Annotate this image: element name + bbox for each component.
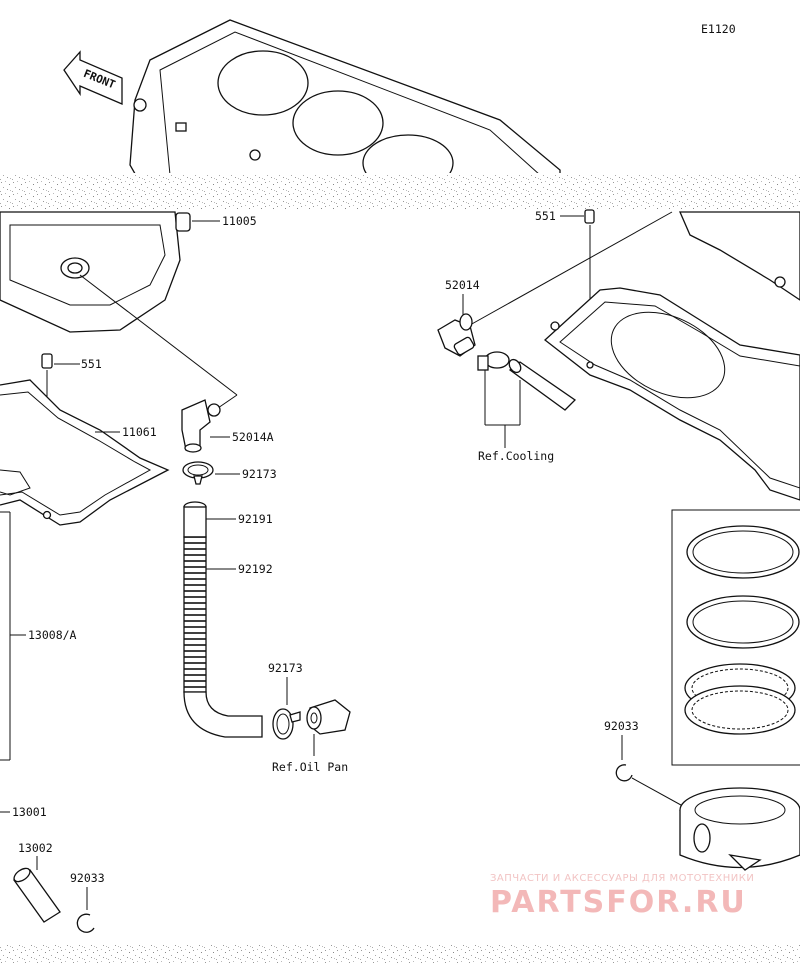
label-13008a: 13008/A xyxy=(28,628,77,642)
watermark-logo: PARTSFOR.RU xyxy=(490,885,747,920)
dowel-pin-left xyxy=(41,353,53,369)
piston-pin xyxy=(13,867,61,923)
label-11061: 11061 xyxy=(122,425,157,439)
piston-ring-set-frame xyxy=(671,509,800,766)
circlip-left xyxy=(76,913,95,933)
breather-hose xyxy=(183,501,263,738)
hose-clamp-top xyxy=(182,461,214,485)
piston-ring-second xyxy=(686,595,800,649)
label-13002: 13002 xyxy=(18,841,53,855)
piston-ring-top xyxy=(686,525,800,579)
label-551-right: 551 xyxy=(535,209,556,223)
label-92033-left: 92033 xyxy=(70,871,105,885)
label-11005: 11005 xyxy=(222,214,257,228)
label-92033-right: 92033 xyxy=(604,719,639,733)
label-13001: 13001 xyxy=(12,805,47,819)
label-92191: 92191 xyxy=(238,512,273,526)
cylinder-gasket-left xyxy=(0,379,170,526)
scan-noise-bottom xyxy=(0,945,800,964)
cooling-clamp xyxy=(477,351,510,371)
cylinder-block-top xyxy=(129,19,561,201)
label-52014: 52014 xyxy=(445,278,480,292)
label-52014a: 52014A xyxy=(232,430,274,444)
fitting-52014a xyxy=(181,399,221,453)
scan-noise-band xyxy=(0,173,800,211)
dowel-pin-right xyxy=(584,209,595,224)
label-ref-oil-pan: Ref.Oil Pan xyxy=(272,760,348,774)
front-arrow-icon: FRONT xyxy=(63,50,123,105)
cylinder-gasket-right xyxy=(543,287,800,501)
oil-pan-fitting xyxy=(306,699,351,735)
label-92192: 92192 xyxy=(238,562,273,576)
cylinder-block-right xyxy=(679,211,800,301)
oil-ring-set xyxy=(684,663,796,735)
diagram-code: E1120 xyxy=(701,22,736,36)
circlip-right xyxy=(615,764,633,782)
label-551-left: 551 xyxy=(81,357,102,371)
fitting-52014 xyxy=(437,313,476,357)
label-92173-bottom: 92173 xyxy=(268,661,303,675)
hose-clamp-bottom xyxy=(272,708,301,740)
watermark-tagline: ЗАПЧАСТИ И АКСЕССУАРЫ ДЛЯ МОТОТЕХНИКИ xyxy=(490,873,754,884)
label-ref-cooling: Ref.Cooling xyxy=(478,449,554,463)
piston xyxy=(679,787,800,871)
label-92173-top: 92173 xyxy=(242,467,277,481)
cylinder-block-left xyxy=(0,211,191,333)
cooling-hose xyxy=(508,358,577,411)
